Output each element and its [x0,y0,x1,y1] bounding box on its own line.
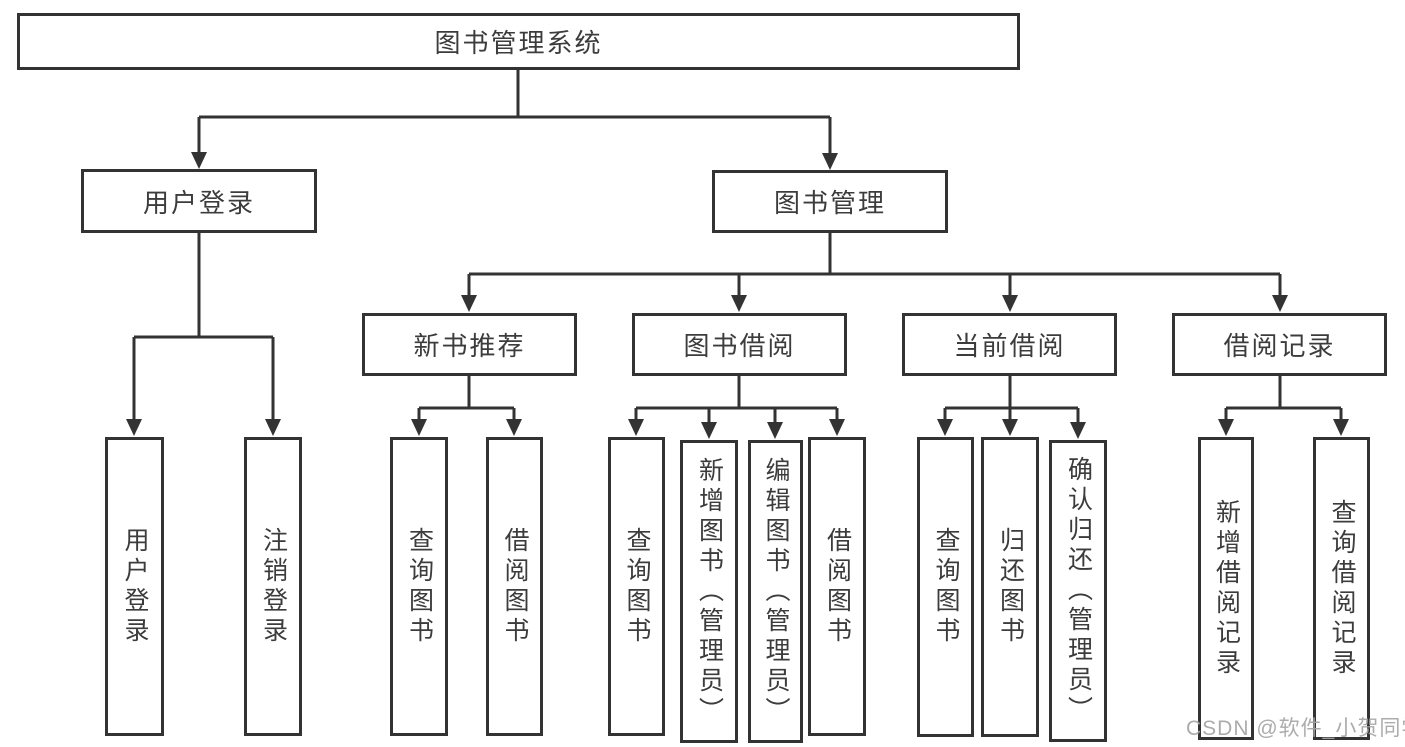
leaf-logout: 注销登录 [244,437,302,736]
node-current-borrow: 当前借阅 [902,313,1117,376]
node-new-book-recommend: 新书推荐 [362,313,577,376]
leaf-borrow-edit-books-admin: 编辑图书（管理员） [748,440,803,743]
leaf-recommend-query-books: 查询图书 [390,437,448,736]
watermark-csdn: CSDN @软件_小贺同学 [1186,717,1405,740]
node-user-login: 用户登录 [81,169,317,233]
leaf-records-query-record: 查询借阅记录 [1313,437,1370,740]
node-borrow-records: 借阅记录 [1172,313,1387,376]
node-root-system: 图书管理系统 [17,13,1020,70]
leaf-records-add-record: 新增借阅记录 [1198,437,1254,740]
leaf-borrow-query-books: 查询图书 [608,437,665,736]
arrowheads [126,152,1349,439]
leaf-current-return-books: 归还图书 [981,437,1039,737]
node-book-borrow: 图书借阅 [632,313,847,376]
leaf-user-login: 用户登录 [105,437,164,736]
leaf-borrow-borrow-books: 借阅图书 [808,437,866,736]
leaf-recommend-borrow-books: 借阅图书 [486,437,543,736]
leaf-borrow-add-books-admin: 新增图书（管理员） [680,440,738,743]
leaf-current-confirm-return-admin: 确认归还（管理员） [1049,440,1107,742]
node-book-management: 图书管理 [712,170,948,233]
leaf-current-query-books: 查询图书 [917,437,974,737]
